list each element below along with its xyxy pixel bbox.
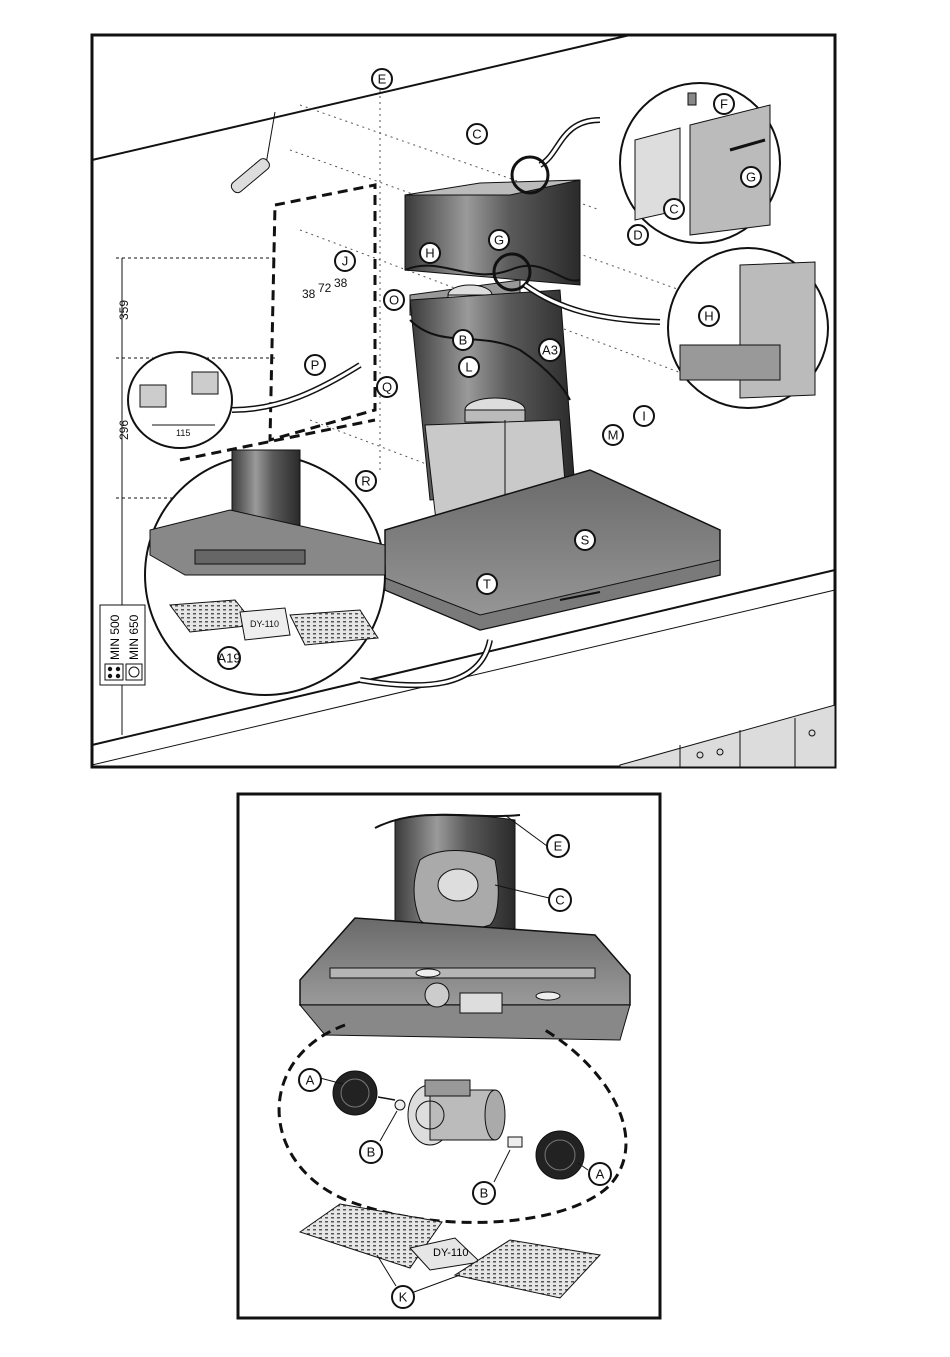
svg-text:M: M xyxy=(608,428,619,443)
filter-label-bottom: DY-110 xyxy=(433,1247,468,1259)
callout-m: M xyxy=(603,425,623,445)
callout-p: P xyxy=(305,355,325,375)
callout-c-bottom: C xyxy=(549,889,571,911)
callout-h-detail: H xyxy=(699,306,719,326)
svg-text:R: R xyxy=(361,474,370,489)
svg-text:B: B xyxy=(367,1145,376,1160)
dimension-38b: 38 xyxy=(334,276,348,290)
svg-text:F: F xyxy=(720,97,728,112)
svg-text:C: C xyxy=(669,202,678,217)
svg-text:C: C xyxy=(555,893,564,908)
top-panel: 359 296 38 72 38 MIN 500 MIN 650 115 xyxy=(92,35,835,767)
svg-text:B: B xyxy=(480,1186,489,1201)
svg-text:A19: A19 xyxy=(217,651,240,666)
callout-t: T xyxy=(477,574,497,594)
svg-text:H: H xyxy=(425,246,434,261)
min-650-label: MIN 650 xyxy=(127,614,141,660)
svg-text:L: L xyxy=(465,360,472,375)
svg-text:Q: Q xyxy=(382,380,392,395)
dimension-115: 115 xyxy=(176,428,190,438)
dimension-296: 296 xyxy=(117,420,131,440)
callout-a-right: A xyxy=(589,1163,611,1185)
svg-text:E: E xyxy=(378,72,387,87)
min-height-box: MIN 500 MIN 650 xyxy=(100,605,145,685)
callout-g-detail: G xyxy=(741,167,761,187)
svg-text:S: S xyxy=(581,533,590,548)
callout-h: H xyxy=(420,243,440,263)
callout-g: G xyxy=(489,230,509,250)
callout-i: I xyxy=(634,406,654,426)
callout-a-left: A xyxy=(299,1069,321,1091)
callout-q: Q xyxy=(377,377,397,397)
svg-text:P: P xyxy=(311,358,320,373)
svg-text:D: D xyxy=(633,228,642,243)
callout-s: S xyxy=(575,530,595,550)
svg-text:G: G xyxy=(746,170,756,185)
dimension-72: 72 xyxy=(318,281,332,295)
callout-a3: A3 xyxy=(539,339,561,361)
callout-b-left: B xyxy=(360,1141,382,1163)
svg-text:H: H xyxy=(704,309,713,324)
filter-label-top: DY-110 xyxy=(250,619,279,629)
svg-text:E: E xyxy=(554,839,563,854)
svg-text:B: B xyxy=(459,333,468,348)
callout-c-detail: C xyxy=(664,199,684,219)
svg-text:I: I xyxy=(642,409,646,424)
svg-text:K: K xyxy=(399,1290,408,1305)
svg-text:A: A xyxy=(596,1167,605,1182)
callout-e-top: E xyxy=(372,69,392,89)
svg-text:A3: A3 xyxy=(542,343,558,358)
callout-a19: A19 xyxy=(217,647,240,669)
bottom-chimney xyxy=(375,814,520,930)
callout-l: L xyxy=(459,357,479,377)
callout-f: F xyxy=(714,94,734,114)
callout-b-top: B xyxy=(453,330,473,350)
dimension-359: 359 xyxy=(117,300,131,320)
bottom-canopy xyxy=(300,918,630,1040)
svg-text:C: C xyxy=(472,127,481,142)
callout-o: O xyxy=(384,290,404,310)
min-500-label: MIN 500 xyxy=(108,614,122,660)
callout-b-right: B xyxy=(473,1182,495,1204)
svg-text:O: O xyxy=(389,293,399,308)
callout-k: K xyxy=(392,1286,414,1308)
callout-d: D xyxy=(628,225,648,245)
bottom-panel: DY-110 E C A B B A K xyxy=(238,794,660,1318)
svg-text:G: G xyxy=(494,233,504,248)
dimension-38a: 38 xyxy=(302,287,316,301)
callout-e-bottom: E xyxy=(547,835,569,857)
svg-text:A: A xyxy=(306,1073,315,1088)
callout-j: J xyxy=(335,251,355,271)
callout-c-top: C xyxy=(467,124,487,144)
svg-text:J: J xyxy=(342,254,349,269)
callout-r: R xyxy=(356,471,376,491)
svg-text:T: T xyxy=(483,577,491,592)
